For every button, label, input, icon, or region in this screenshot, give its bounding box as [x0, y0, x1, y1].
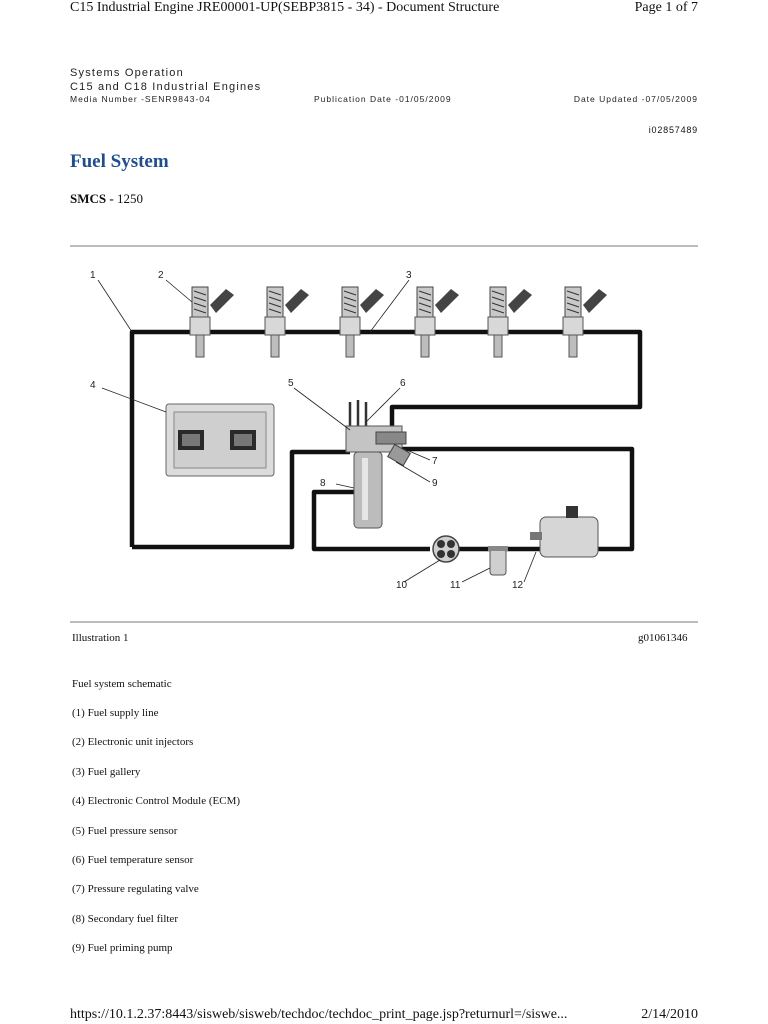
callout-10: 10 [396, 580, 408, 591]
legend-item: (9) Fuel priming pump [72, 942, 173, 955]
legend-item: (7) Pressure regulating valve [72, 883, 199, 896]
fuel-system-schematic: 1 2 3 4 5 6 7 8 9 10 11 12 [90, 270, 643, 591]
secondary-fuel-filter [353, 451, 383, 529]
callout-leaders [97, 279, 537, 583]
callout-6: 6 [400, 378, 406, 389]
callout-1: 1 [90, 270, 96, 281]
footer-date: 2/14/2010 [641, 1007, 698, 1022]
section-name: Systems Operation [70, 67, 184, 79]
callout-9: 9 [432, 478, 438, 489]
divider-bottom [70, 621, 698, 623]
smcs-label: SMCS - [70, 191, 114, 206]
publication-date: Publication Date -01/05/2009 [314, 94, 452, 104]
callout-2: 2 [158, 270, 164, 281]
legend-item: (6) Fuel temperature sensor [72, 853, 194, 866]
smcs-code: SMCS - 1250 [70, 191, 143, 207]
document-header-title: C15 Industrial Engine JRE00001-UP(SEBP38… [70, 0, 500, 15]
callout-7: 7 [432, 456, 438, 467]
callout-8: 8 [320, 478, 326, 489]
page-title: Fuel System [70, 151, 169, 172]
callout-4: 4 [90, 380, 96, 391]
document-id: i02857489 [648, 125, 698, 135]
injector-2 [264, 286, 309, 358]
callout-12: 12 [512, 580, 524, 591]
legend-item: (8) Secondary fuel filter [72, 912, 178, 925]
fuel-filter-line [311, 489, 430, 552]
injector-3 [339, 286, 384, 358]
injector-6 [562, 286, 607, 358]
injector-5 [487, 286, 532, 358]
callout-11: 11 [450, 580, 461, 591]
injector-4 [414, 286, 459, 358]
primary-filter-component [488, 546, 508, 576]
media-number: Media Number -SENR9843-04 [70, 94, 211, 104]
illustration-id: g01061346 [638, 632, 688, 644]
legend-item: (1) Fuel supply line [72, 707, 159, 719]
page-number: Page 1 of 7 [634, 0, 698, 15]
callout-5: 5 [288, 378, 294, 389]
callout-numbers: 1 2 3 4 5 6 7 8 9 10 11 12 [90, 270, 524, 591]
footer-url[interactable]: https://10.1.2.37:8443/sisweb/sisweb/tec… [70, 1007, 568, 1022]
fuel-lines [129, 329, 643, 552]
legend-item: (5) Fuel pressure sensor [72, 824, 178, 837]
fuel-transfer-component [432, 535, 460, 563]
injector-1 [189, 286, 234, 358]
callout-3: 3 [406, 270, 412, 281]
legend-item: (4) Electronic Control Module (ECM) [72, 795, 241, 808]
fuel-tank [530, 506, 599, 558]
legend-list: (1) Fuel supply line (2) Electronic unit… [72, 707, 240, 972]
electronic-unit-injectors [189, 286, 607, 358]
fuel-supply-line [132, 449, 350, 550]
smcs-value: 1250 [116, 191, 143, 206]
date-updated: Date Updated -07/05/2009 [573, 94, 698, 104]
ecm-module [165, 403, 275, 477]
divider-top [70, 245, 698, 247]
legend-item: (3) Fuel gallery [72, 765, 141, 778]
illustration-label: Illustration 1 [72, 632, 129, 644]
figure-caption: Fuel system schematic [72, 678, 172, 690]
legend-item: (2) Electronic unit injectors [72, 736, 194, 749]
engine-subtitle: C15 and C18 Industrial Engines [70, 81, 262, 93]
fuel-gallery-line [129, 329, 643, 547]
